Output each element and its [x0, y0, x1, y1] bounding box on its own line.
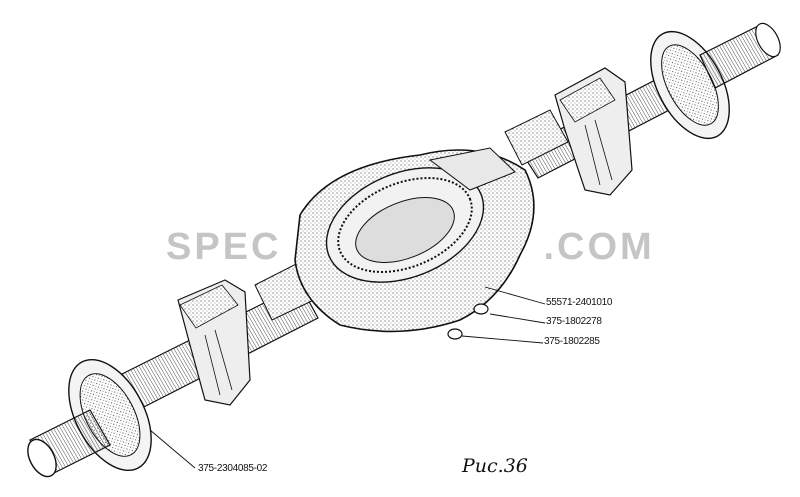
figure-caption: Рис.36 [462, 455, 528, 477]
watermark-head: SPEC [166, 226, 282, 268]
label-housing: 55571-2401010 [546, 297, 613, 308]
label-hub-stud: 375-2304085-02 [198, 463, 268, 474]
label-plug-upper: 375-1802278 [546, 316, 602, 327]
leader-lines [149, 286, 546, 469]
label-plug-lower: 375-1802285 [544, 336, 600, 347]
plugs [447, 303, 489, 340]
watermark-tail: .COM [543, 226, 655, 268]
watermark: SPEC .COM [166, 226, 655, 269]
right-hub-flange [650, 22, 781, 140]
left-spring-seat [177, 279, 251, 406]
left-hub-flange [27, 358, 152, 478]
right-spring-seat [554, 67, 633, 196]
axle-housing [294, 147, 535, 333]
